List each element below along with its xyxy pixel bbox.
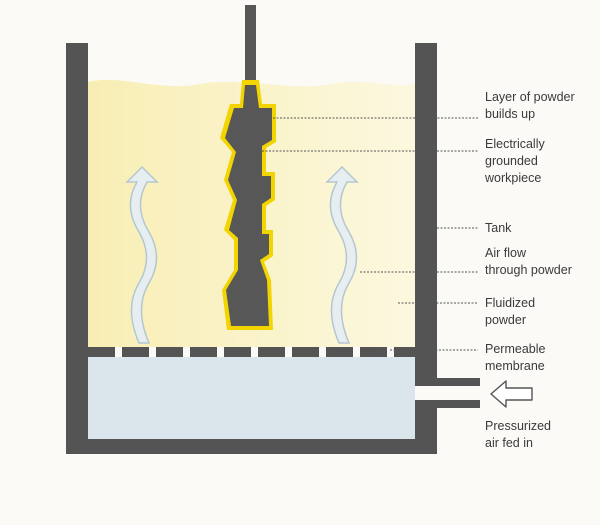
label-fluidized: Fluidized powder bbox=[485, 296, 539, 327]
air-flow-arrow-right bbox=[325, 165, 359, 344]
label-air-flow: Air flow through powder bbox=[485, 246, 572, 277]
membrane-segment bbox=[326, 347, 353, 357]
membrane-segment bbox=[360, 347, 387, 357]
membrane-segment bbox=[224, 347, 251, 357]
tank-right-wall-upper bbox=[415, 43, 437, 378]
leader-lines bbox=[262, 117, 478, 351]
tank-left-wall bbox=[66, 43, 88, 454]
tank-bottom bbox=[66, 439, 437, 454]
label-tank: Tank bbox=[485, 221, 512, 235]
membrane-segment bbox=[88, 347, 115, 357]
membrane-segment bbox=[190, 347, 217, 357]
membrane-segment bbox=[258, 347, 285, 357]
inlet-pipe-bottom bbox=[415, 400, 480, 408]
label-powder-layer: Layer of powder builds up bbox=[485, 90, 578, 121]
membrane-segment bbox=[122, 347, 149, 357]
membrane-segment bbox=[394, 347, 415, 357]
workpiece bbox=[225, 85, 272, 326]
pressurized-air-arrow bbox=[490, 380, 533, 408]
air-flow-arrow-left bbox=[125, 165, 159, 344]
workpiece-assembly bbox=[220, 5, 276, 330]
workpiece-rod bbox=[245, 5, 256, 100]
air-chamber bbox=[88, 357, 415, 439]
label-pressurized-air: Pressurized air fed in bbox=[485, 419, 554, 450]
membrane-segment bbox=[292, 347, 319, 357]
label-workpiece: Electrically grounded workpiece bbox=[484, 137, 548, 185]
air-flow-arrows bbox=[125, 165, 359, 344]
label-membrane: Permeable membrane bbox=[485, 342, 549, 373]
membrane-segment bbox=[156, 347, 183, 357]
tank bbox=[66, 43, 480, 454]
permeable-membrane bbox=[88, 347, 415, 357]
labels: Layer of powder builds up Electrically g… bbox=[484, 90, 578, 450]
inlet-pipe-top bbox=[415, 378, 480, 386]
